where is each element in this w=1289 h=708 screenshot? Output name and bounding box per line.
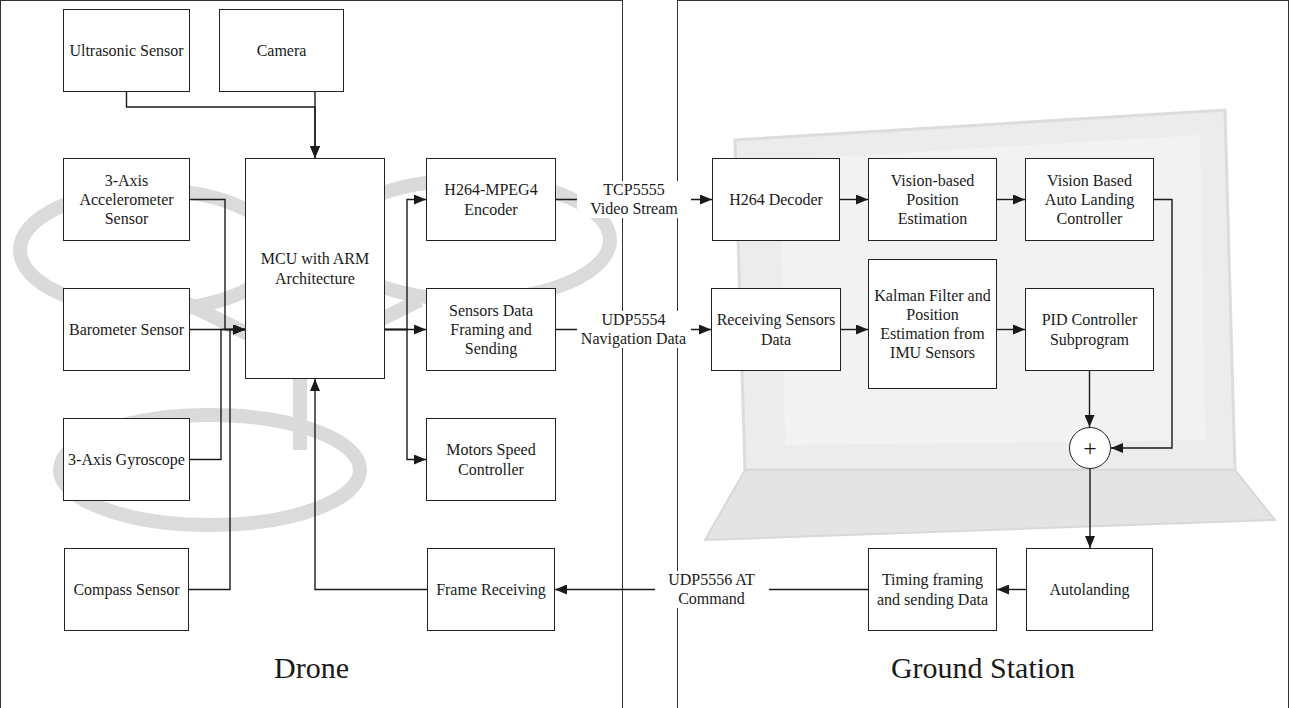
process-box: Vision Based Auto Landing Controller (1025, 158, 1154, 241)
panel-title: Drone (1, 651, 622, 685)
connector-arrow (385, 200, 426, 330)
box-label: 3-Axis Accelerometer Sensor (68, 171, 185, 229)
processor-box: MCU with ARM Architecture (245, 158, 385, 379)
box-label: Kalman Filter and Position Estimation fr… (873, 286, 992, 363)
process-box: Sensors Data Framing and Sending (426, 288, 556, 371)
process-box: Kalman Filter and Position Estimation fr… (868, 259, 997, 389)
box-label: Vision Based Auto Landing Controller (1030, 171, 1149, 229)
box-label: Barometer Sensor (69, 320, 184, 339)
process-box: H264 Decoder (712, 158, 840, 241)
edge-label: UDP5556 AT Command (655, 571, 769, 608)
sensor-box: Compass Sensor (64, 548, 189, 631)
process-box: H264-MPEG4 Encoder (426, 158, 556, 241)
connector-arrow (126, 92, 315, 158)
summing-junction: + (1069, 427, 1111, 469)
connector-arrow (190, 330, 245, 460)
box-label: Ultrasonic Sensor (69, 41, 183, 60)
edge-label: UDP5554 Navigation Data (577, 311, 691, 348)
process-box: Vision-based Position Estimation (868, 158, 997, 241)
connector-arrow (1089, 371, 1090, 427)
process-box: Autolanding (1026, 548, 1153, 631)
box-label: H264-MPEG4 Encoder (431, 180, 551, 218)
box-label: Receiving Sensors Data (716, 310, 836, 348)
drone-panel: Drone Ultrasonic Sensor Camera 3-Axis Accel… (0, 0, 623, 708)
connector-arrow (840, 199, 868, 200)
connector-arrow (189, 330, 245, 590)
box-label: Camera (257, 41, 307, 60)
box-label: Vision-based Position Estimation (873, 171, 992, 229)
connector-arrow (190, 200, 245, 330)
process-box: Motors Speed Controller (426, 418, 556, 501)
sensor-box: Barometer Sensor (63, 288, 190, 371)
process-box: Receiving Sensors Data (711, 288, 841, 371)
process-box: Frame Receiving (427, 548, 555, 631)
box-label: 3-Axis Gyroscope (68, 450, 185, 469)
sensor-box: Camera (219, 9, 344, 92)
sensor-box: 3-Axis Gyroscope (63, 418, 190, 501)
connector-arrow (841, 329, 868, 330)
connector-arrow (997, 199, 1025, 200)
edge-label: TCP5555 Video Stream (577, 181, 691, 218)
connector-arrow (385, 330, 426, 460)
box-label: Autolanding (1050, 580, 1130, 599)
laptop-illustration (705, 110, 1275, 540)
box-label: + (1083, 436, 1097, 460)
sensor-box: Ultrasonic Sensor (63, 9, 189, 92)
box-label: PID Controller Subprogram (1030, 310, 1149, 348)
connector-arrow (314, 92, 315, 158)
box-label: Motors Speed Controller (431, 440, 551, 478)
box-label: Compass Sensor (73, 580, 179, 599)
connector-arrow (1089, 469, 1090, 548)
box-label: Sensors Data Framing and Sending (431, 301, 551, 359)
sensor-box: 3-Axis Accelerometer Sensor (63, 158, 190, 241)
connector-arrow (315, 379, 427, 590)
connector-arrow (997, 329, 1025, 330)
ground-station-panel: Ground Station H264 Decoder Vision-based P… (677, 0, 1289, 708)
box-label: Frame Receiving (436, 580, 546, 599)
box-label: Timing framing and sending Data (873, 570, 992, 608)
panel-title: Ground Station (678, 651, 1288, 685)
process-box: PID Controller Subprogram (1025, 288, 1154, 371)
process-box: Timing framing and sending Data (868, 548, 997, 631)
connector-arrow (997, 589, 1026, 590)
box-label: H264 Decoder (729, 190, 823, 209)
box-label: MCU with ARM Architecture (250, 249, 380, 287)
